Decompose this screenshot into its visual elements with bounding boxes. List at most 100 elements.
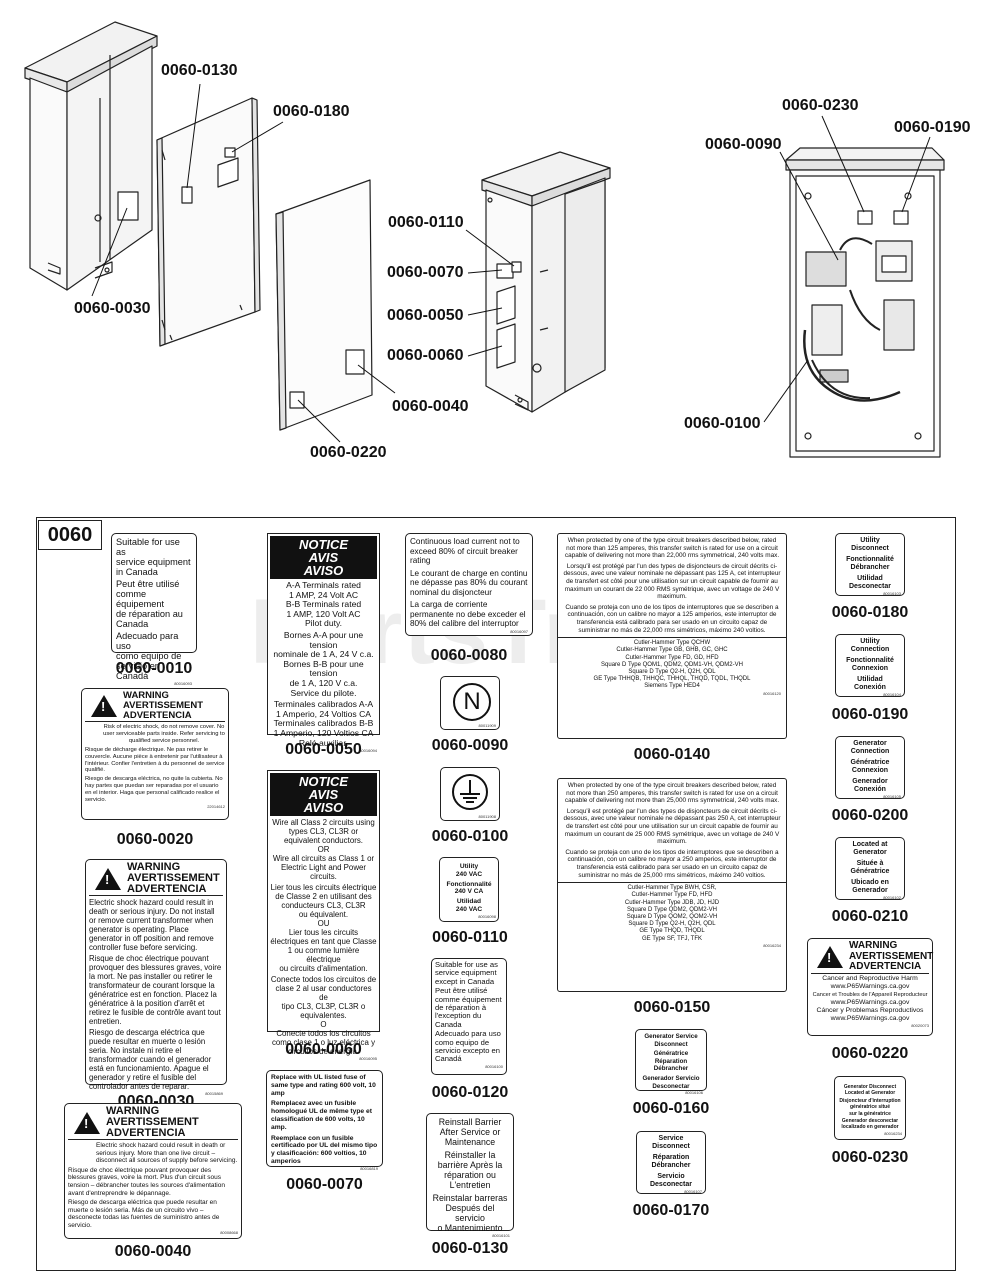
part-code: 80008668: [220, 1229, 238, 1235]
line: Cancer and Reproductive Harm: [822, 974, 918, 982]
line: Risque de choc électrique pouvant provoq…: [68, 1166, 225, 1197]
line: Desconectar: [652, 1082, 690, 1090]
caption-0060-0010: 0060-0010: [115, 660, 193, 677]
line: de réparation au: [116, 609, 183, 619]
exploded-diagram: [24, 21, 945, 458]
para: Lorsqu'il est protégé par l'un des types…: [563, 807, 781, 846]
line: Terminales calibrados A-A: [273, 699, 374, 710]
line: Conecte todos los circuitos de: [270, 975, 377, 984]
line: 1 AMP, 120 Volt AC: [286, 608, 361, 619]
part-code: 80016101: [492, 1233, 510, 1238]
list-item: GE Type SF, TFJ, TFK: [641, 935, 703, 942]
caption-0060-0040: 0060-0040: [114, 1243, 192, 1260]
line: Disconnect: [652, 1143, 690, 1151]
line: 1 ou comme lumière électrique: [287, 946, 360, 964]
line: Reinstalar barreras: [432, 1193, 508, 1203]
line: La carga de corriente permanente no debe…: [410, 600, 526, 628]
list-item: Cutler-Hammer Type BWH, CSR,: [627, 885, 717, 892]
line: Génératrice Réparation: [653, 1050, 689, 1065]
line: Maintenance: [444, 1137, 496, 1147]
decal-0060-0030: WARNING AVERTISSEMENT ADVERTENCIA Electr…: [85, 859, 227, 1096]
line: Riesgo de descarga eléctrica que puede r…: [68, 1199, 220, 1229]
line: Relé auxiliar.: [298, 737, 349, 748]
line: Generator Service: [644, 1033, 698, 1040]
decal-panel: [36, 517, 956, 1271]
line: service equipment: [435, 968, 497, 978]
line: Située à: [856, 859, 884, 867]
hdr-line: AVERTISSEMENT: [127, 872, 220, 884]
decal-0060-0160: Generator Service Disconnect Génératrice…: [635, 1029, 707, 1095]
line: Disconnect: [851, 545, 889, 553]
callout-0060-0040: 0060-0040: [392, 398, 469, 415]
line: Located at: [852, 841, 888, 848]
line: 1 Amperio, 24 Voltios CA: [275, 708, 372, 719]
decal-0060-0020: WARNING AVERTISSEMENT ADVERTENCIA Risk o…: [81, 688, 229, 820]
line: nominale de 1 A, 24 V c.a.: [273, 649, 374, 660]
line: Connexion: [851, 767, 889, 775]
part-code: 80011909: [478, 723, 497, 728]
decal-0060-0210: Located at Generator Située à Génératric…: [835, 837, 905, 900]
ground-symbol-icon: [452, 774, 488, 810]
line: tipo CL3, CL3P, CL3R o: [281, 1002, 366, 1011]
line: Utility: [459, 863, 479, 870]
decal-0060-0090: N 80011909: [440, 676, 500, 730]
line: Débrancher: [653, 1065, 689, 1073]
line: Réinstaller la: [444, 1150, 496, 1160]
part-code: 80016105: [883, 794, 901, 800]
notice-header: NOTICE AVIS AVISO: [270, 536, 377, 579]
list-item: Square D Type QOM1, QDM2, QDM1-VH, QDM2-…: [601, 661, 743, 668]
line: Le courant de charge en continu ne dépas…: [410, 568, 528, 597]
decal-0060-0220: WARNING AVERTISSEMENT ADVERTENCIA Cancer…: [807, 938, 933, 1036]
part-code: 80016234: [763, 942, 781, 948]
line: OR: [317, 845, 330, 854]
line: Pilot duty.: [304, 618, 343, 629]
part-code: 80016120: [763, 690, 781, 696]
hdr-line: AVISO: [303, 563, 344, 578]
callout-0060-0060: 0060-0060: [387, 347, 464, 364]
line: o Mantenimiento: [437, 1223, 503, 1233]
line: Suitable for use as: [116, 537, 180, 557]
part-code: 80016102: [883, 895, 901, 901]
line: clase 2 al usar conductores de: [275, 984, 372, 1002]
hdr-line: ADVERTENCIA: [127, 883, 207, 895]
line: 240 VAC: [455, 905, 483, 913]
line: Fonctionnalité: [846, 555, 894, 563]
list-item: Square D Type Q2-H, Q2H, QDL: [628, 668, 716, 675]
enclosure-center: [481, 151, 611, 413]
line: réparation ou: [444, 1170, 496, 1180]
para: Cuando se proteja con uno de los tipos d…: [565, 603, 779, 634]
line: Remplacez avec un fusible homologué UL d…: [271, 1100, 372, 1131]
line: électriques en tant que Classe: [270, 937, 377, 946]
decal-0060-0190: Utility Connection Fonctionnalité Connex…: [835, 634, 905, 697]
caption-0060-0190: 0060-0190: [831, 706, 909, 723]
decal-0060-0230: Generator Disconnect Located at Generato…: [834, 1076, 906, 1140]
decal-0060-0070: Replace with UL listed fuse of same type…: [266, 1070, 383, 1171]
caption-0060-0100: 0060-0100: [431, 828, 509, 845]
line: Terminales calibrados B-B: [273, 718, 374, 729]
decal-0060-0050: NOTICE AVIS AVISO A-A Terminals rated 1 …: [267, 533, 380, 753]
caption-0060-0150: 0060-0150: [633, 999, 711, 1016]
list-item: Square D Type QOM2, QOM2-VH: [626, 913, 718, 920]
warning-header: WARNING AVERTISSEMENT ADVERTENCIA: [68, 1106, 238, 1140]
line: except in Canada: [435, 976, 495, 986]
caption-0060-0060: 0060-0060: [285, 1041, 362, 1058]
hdr-line: WARNING: [106, 1105, 160, 1117]
part-code: 80011908: [478, 814, 497, 819]
line: Débrancher: [850, 564, 890, 572]
part-code: 22014612: [207, 803, 225, 809]
line: www.P65Warnings.ca.gov: [830, 1014, 910, 1022]
line: Desconectar: [649, 1181, 693, 1189]
decal-0060-0130: Reinstall Barrier After Service or Maint…: [426, 1113, 514, 1238]
warning-triangle-icon: [91, 695, 117, 717]
callout-0060-0030: 0060-0030: [74, 300, 151, 317]
caption-0060-0120: 0060-0120: [431, 1084, 509, 1101]
line: equivalent conductors.: [284, 836, 363, 845]
warning-triangle-icon: [74, 1111, 100, 1134]
list-item: Square D Type QDM2, QDM2-VH: [627, 906, 717, 913]
caption-0060-0210: 0060-0210: [831, 908, 909, 925]
list-item: Cutler-Hammer Type JDB, JD, HJD: [624, 899, 720, 906]
caption-0060-0130: 0060-0130: [431, 1240, 509, 1257]
part-code: 80016234: [884, 1130, 902, 1136]
enclosure-left: [24, 21, 158, 291]
line: equivalentes.: [300, 1011, 347, 1020]
